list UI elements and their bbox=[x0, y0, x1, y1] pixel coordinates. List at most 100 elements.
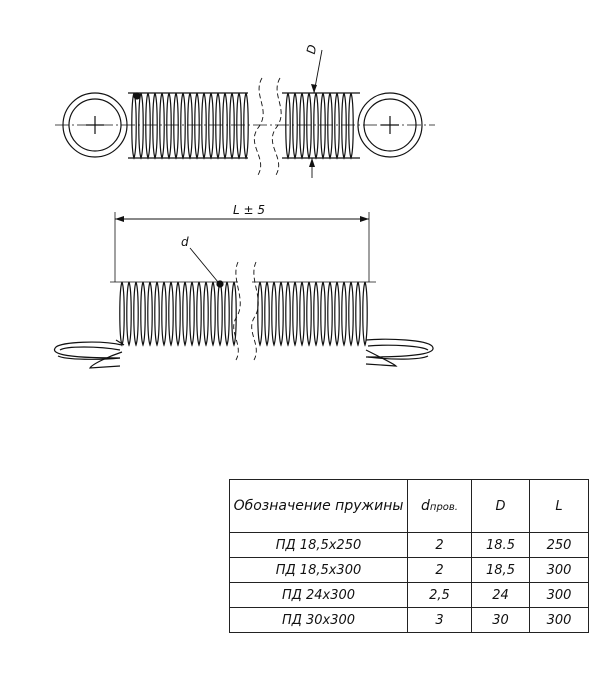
table-cell-d: 2 bbox=[407, 532, 472, 558]
table-cell-d: 2 bbox=[407, 557, 472, 583]
coil-turn bbox=[299, 92, 305, 160]
right-hook-side bbox=[365, 338, 434, 367]
coil-turn bbox=[147, 281, 153, 347]
coil-turn bbox=[133, 281, 139, 347]
coil-turn bbox=[341, 92, 347, 160]
break-line-side-right bbox=[251, 261, 259, 361]
coil-turn bbox=[341, 281, 347, 347]
table-cell-L: 300 bbox=[529, 582, 589, 608]
coil-turn bbox=[264, 281, 270, 347]
coil-turn bbox=[313, 281, 319, 347]
coil-turn bbox=[138, 92, 144, 160]
coil-turn bbox=[180, 92, 186, 160]
table-cell-D: 18.5 bbox=[471, 532, 530, 558]
coil-turn bbox=[154, 281, 160, 347]
coil-turn bbox=[306, 92, 312, 160]
table-cell-D: 18,5 bbox=[471, 557, 530, 583]
coil-turn bbox=[292, 281, 298, 347]
coil-turn bbox=[140, 281, 146, 347]
coil-turn bbox=[196, 281, 202, 347]
header-name: Обозначение пружины bbox=[229, 479, 408, 533]
coil-turn bbox=[168, 281, 174, 347]
coil-turn bbox=[278, 281, 284, 347]
break-line-top-right bbox=[271, 77, 282, 176]
coil-turn bbox=[236, 92, 242, 160]
table-cell-name: ПД 24x300 bbox=[229, 582, 408, 608]
header-wire-d: dпров. bbox=[407, 479, 472, 533]
coil-turn bbox=[182, 281, 188, 347]
dim-d-label: d bbox=[181, 235, 189, 249]
table-cell-name: ПД 18,5x250 bbox=[229, 532, 408, 558]
coil-turn bbox=[189, 281, 195, 347]
dim-D-label: D bbox=[304, 43, 320, 55]
dim-L-label: L ± 5 bbox=[233, 203, 265, 217]
header-L: L bbox=[529, 479, 589, 533]
side-view bbox=[54, 212, 434, 369]
coil-turn bbox=[257, 281, 263, 347]
coil-turn bbox=[194, 92, 200, 160]
coil-turn bbox=[285, 92, 291, 160]
coil-turn bbox=[334, 92, 340, 160]
coil-turn bbox=[152, 92, 158, 160]
table-cell-L: 300 bbox=[529, 557, 589, 583]
coil-turn bbox=[215, 92, 221, 160]
coil-turn bbox=[355, 281, 361, 347]
coil-turn bbox=[348, 92, 354, 160]
coil-turn bbox=[327, 92, 333, 160]
table-cell-L: 250 bbox=[529, 532, 589, 558]
coil-turn bbox=[299, 281, 305, 347]
coils-top-right bbox=[285, 92, 354, 160]
coil-turn bbox=[292, 92, 298, 160]
spring-spec-table: Обозначение пружины dпров. D L ПД 18,5x2… bbox=[229, 479, 589, 633]
coil-turn bbox=[126, 281, 132, 347]
coil-turn bbox=[119, 281, 125, 347]
break-line-side-left bbox=[233, 261, 241, 361]
coil-turn bbox=[210, 281, 216, 347]
coil-turn bbox=[208, 92, 214, 160]
table-cell-d: 2,5 bbox=[407, 582, 472, 608]
coil-turn bbox=[217, 281, 223, 347]
coil-turn bbox=[313, 92, 319, 160]
coil-turn bbox=[327, 281, 333, 347]
table-cell-name: ПД 18,5x300 bbox=[229, 557, 408, 583]
table-cell-D: 30 bbox=[471, 607, 530, 633]
coil-turn bbox=[159, 92, 165, 160]
table-header-row: Обозначение пружины dпров. D L bbox=[229, 479, 589, 533]
coil-turn bbox=[231, 281, 237, 347]
spring-drawing: D bbox=[54, 43, 435, 369]
coil-turn bbox=[362, 281, 368, 347]
coil-turn bbox=[271, 281, 277, 347]
coil-turn bbox=[161, 281, 167, 347]
coil-turn bbox=[175, 281, 181, 347]
coil-turn bbox=[306, 281, 312, 347]
table-cell-D: 24 bbox=[471, 582, 530, 608]
wire-section-side bbox=[216, 280, 224, 288]
table-cell-L: 300 bbox=[529, 607, 589, 633]
coil-turn bbox=[348, 281, 354, 347]
coil-turn bbox=[285, 281, 291, 347]
coil-turn bbox=[187, 92, 193, 160]
coil-turn bbox=[229, 92, 235, 160]
coil-turn bbox=[222, 92, 228, 160]
coil-turn bbox=[173, 92, 179, 160]
coil-turn bbox=[320, 281, 326, 347]
coils-side-right bbox=[257, 281, 368, 347]
coil-turn bbox=[166, 92, 172, 160]
top-view bbox=[55, 49, 435, 178]
table-cell-d: 3 bbox=[407, 607, 472, 633]
coil-turn bbox=[320, 92, 326, 160]
coil-turn bbox=[201, 92, 207, 160]
coil-turn bbox=[131, 92, 137, 160]
header-D: D bbox=[471, 479, 530, 533]
left-hook-side bbox=[54, 339, 125, 369]
coil-turn bbox=[334, 281, 340, 347]
coils-side-left bbox=[119, 281, 237, 347]
coil-turn bbox=[224, 281, 230, 347]
coil-turn bbox=[243, 92, 249, 160]
coil-turn bbox=[203, 281, 209, 347]
coils-top-left bbox=[131, 92, 249, 160]
